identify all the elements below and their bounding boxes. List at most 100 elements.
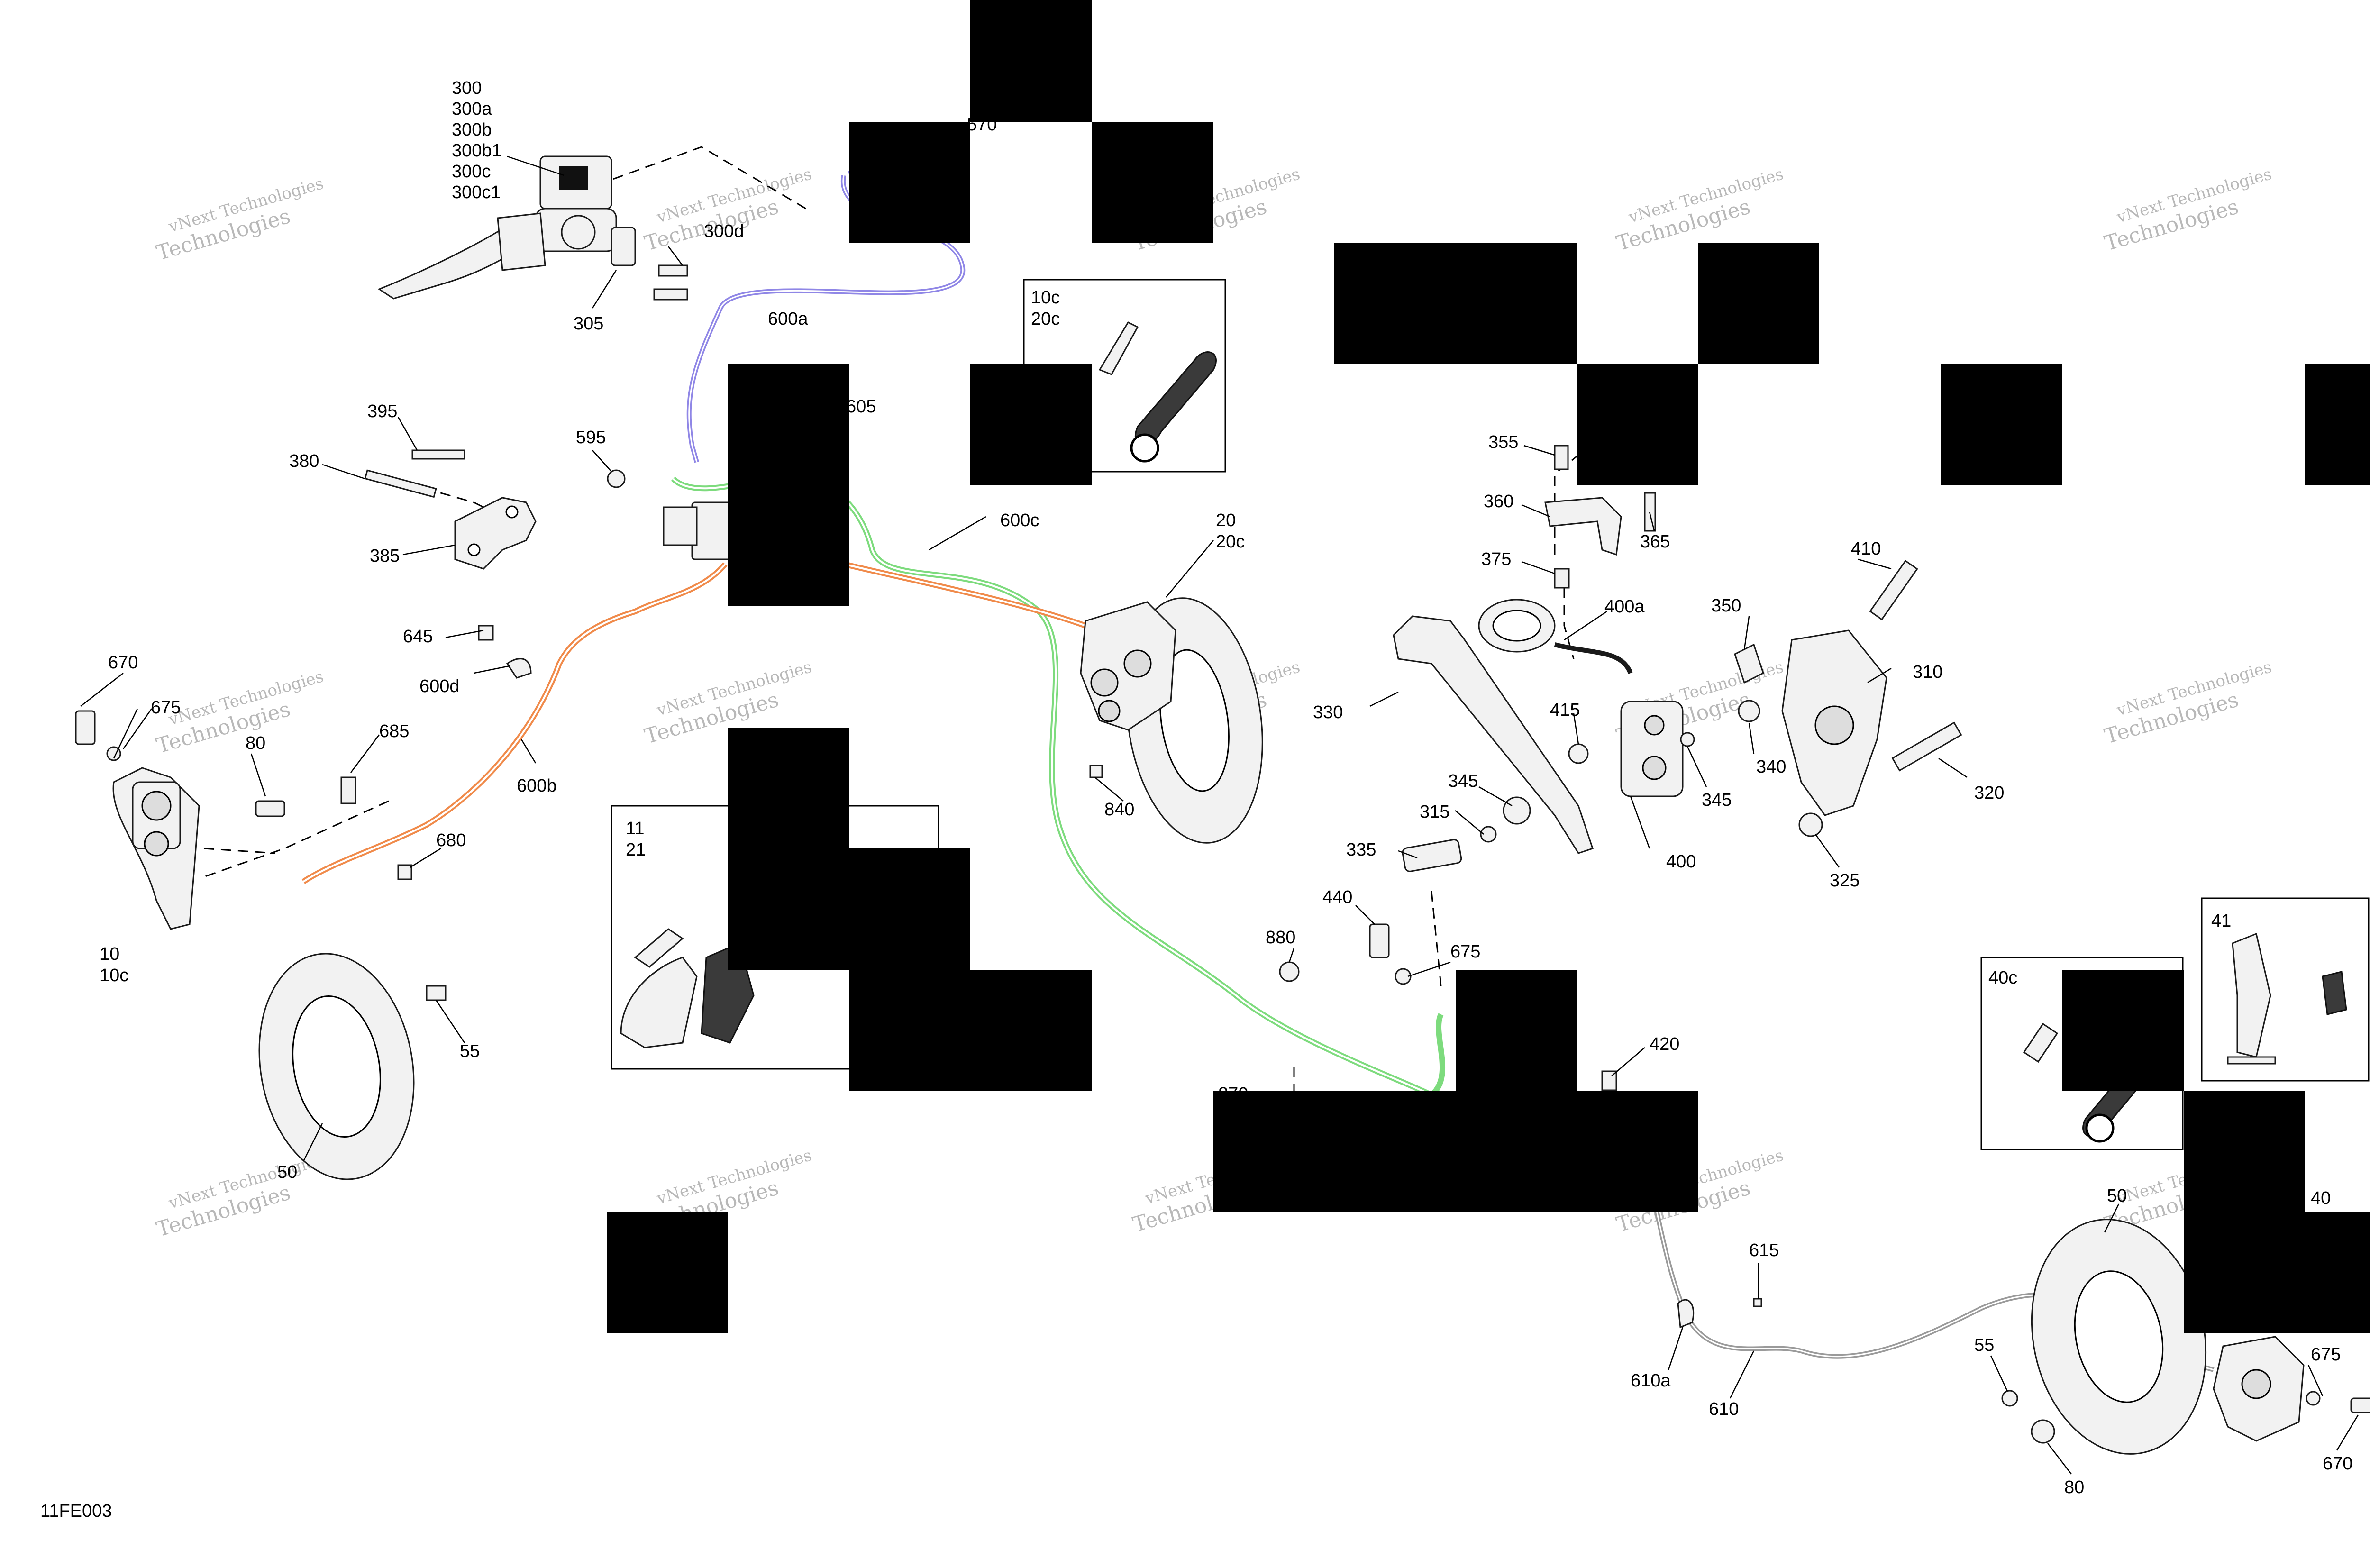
label-375: 375 xyxy=(1481,549,1511,569)
watermark: vNext Technologies Technologies xyxy=(154,1150,326,1242)
bleeder-screw xyxy=(2023,1022,2059,1063)
bleeder-670 xyxy=(2350,1397,2370,1413)
pad-pin xyxy=(2227,1056,2276,1065)
label-345-right: 345 xyxy=(1702,790,1732,810)
label-355: 355 xyxy=(1488,432,1518,452)
label-55-front: 55 xyxy=(460,1041,480,1061)
label-645: 645 xyxy=(403,627,433,647)
bolt-305 xyxy=(653,288,688,301)
label-600a: 600a xyxy=(768,309,808,329)
label-670-rear: 670 xyxy=(2323,1454,2352,1474)
label-615: 615 xyxy=(1749,1240,1779,1260)
redaction-blocks xyxy=(607,0,2370,1333)
label-880: 880 xyxy=(1266,928,1295,948)
spring-350 xyxy=(1734,643,1764,684)
part-labels: 300 300a 300b 300b1 300c 300c1 300d 305 … xyxy=(100,78,2352,1497)
label-310: 310 xyxy=(1913,662,1942,682)
label-320: 320 xyxy=(1974,783,2004,803)
label-400a: 400a xyxy=(1604,597,1645,617)
brake-pad-11 xyxy=(620,957,698,1048)
front-left-caliper xyxy=(75,625,532,930)
label-80-front: 80 xyxy=(246,733,265,753)
label-330: 330 xyxy=(1313,702,1343,722)
label-335: 335 xyxy=(1346,840,1376,860)
watermark: vNext Technologies Technologies xyxy=(154,174,326,265)
label-675-rear: 675 xyxy=(2311,1345,2341,1365)
bolt-395 xyxy=(411,449,465,460)
label-300d: 300d xyxy=(704,221,744,241)
label-80-rear: 80 xyxy=(2064,1477,2084,1497)
washer-315 xyxy=(1480,826,1497,843)
label-315: 315 xyxy=(1420,802,1449,822)
bolt-80 xyxy=(255,800,285,817)
nut-325 xyxy=(1798,812,1823,837)
label-365: 365 xyxy=(1640,532,1670,552)
footrest-bracket xyxy=(1680,560,1962,837)
label-600d: 600d xyxy=(419,676,460,696)
pad-clip xyxy=(634,928,684,968)
label-41: 41 xyxy=(2211,911,2231,931)
label-415: 415 xyxy=(1550,700,1580,720)
clip-600d xyxy=(506,658,532,679)
clip-645 xyxy=(478,625,494,641)
watermark: vNext Technologies Technologies xyxy=(2102,657,2274,749)
label-395: 395 xyxy=(367,401,397,421)
bleeder-670 xyxy=(75,710,96,745)
bolt-80 xyxy=(2031,1419,2055,1444)
clip-615 xyxy=(1753,1298,1762,1307)
bushing-340 xyxy=(1738,700,1760,722)
inset-pads-41 xyxy=(2201,897,2370,1082)
label-300a: 300a xyxy=(452,99,492,119)
label-345-left: 345 xyxy=(1448,771,1478,791)
label-380: 380 xyxy=(289,451,319,471)
rear-brake-disc xyxy=(2031,1219,2207,1455)
washer-345 xyxy=(1680,732,1695,747)
label-685: 685 xyxy=(379,721,409,741)
clip-840 xyxy=(1089,765,1103,778)
label-870: 870 xyxy=(1218,1084,1248,1104)
label-595: 595 xyxy=(576,428,606,447)
nut-595 xyxy=(607,469,626,488)
rear-brake-pedal xyxy=(1393,615,1594,872)
label-420: 420 xyxy=(1650,1034,1679,1054)
label-40c: 40c xyxy=(1988,968,2017,988)
bolt-375 xyxy=(1554,568,1570,589)
label-675-front: 675 xyxy=(151,698,181,718)
label-610: 610 xyxy=(1709,1399,1739,1419)
bolt-380 xyxy=(364,469,437,498)
label-385: 385 xyxy=(370,546,400,566)
reservoir-bracket-360 xyxy=(1544,445,1656,556)
label-570: 570 xyxy=(967,115,997,135)
clip-610a xyxy=(1677,1299,1695,1329)
label-440: 440 xyxy=(1322,887,1352,907)
brake-distribution-block xyxy=(607,469,736,560)
label-300b: 300b xyxy=(452,120,492,140)
front-left-brake-disc xyxy=(258,953,447,1180)
washer-675 xyxy=(2306,1391,2321,1406)
label-21: 21 xyxy=(626,840,646,860)
label-40: 40 xyxy=(2311,1188,2331,1208)
label-350: 350 xyxy=(1711,596,1741,616)
grommet-880 xyxy=(1279,961,1300,982)
caliper-bracket-front xyxy=(364,449,537,570)
label-680: 680 xyxy=(436,830,466,850)
bolt-685 xyxy=(340,776,356,804)
diagram-code: 11FE003 xyxy=(40,1501,112,1521)
label-inset-10c: 10c xyxy=(1031,288,1060,308)
label-300: 300 xyxy=(452,78,482,98)
label-10: 10 xyxy=(100,944,119,964)
label-11: 11 xyxy=(626,819,644,839)
bolt-55 xyxy=(426,985,447,1001)
label-50-rear: 50 xyxy=(2107,1186,2127,1206)
label-325: 325 xyxy=(1830,871,1860,891)
pin-335 xyxy=(1402,839,1462,872)
label-inset-20c: 20c xyxy=(1031,309,1060,329)
bleeder-screw xyxy=(1098,321,1139,375)
label-300b1: 300b1 xyxy=(452,141,502,161)
label-600c: 600c xyxy=(1000,511,1039,530)
label-10c: 10c xyxy=(100,966,128,985)
pad-shim xyxy=(2322,971,2347,1015)
bushing-345 xyxy=(1503,796,1531,825)
label-300c1: 300c1 xyxy=(452,182,501,202)
